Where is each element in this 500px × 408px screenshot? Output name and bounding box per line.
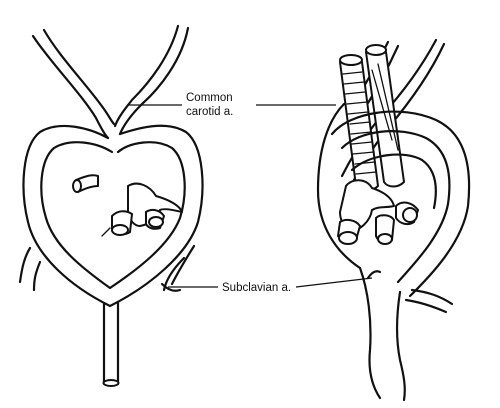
left-outer-ring xyxy=(22,124,204,308)
left-descending-aorta-end xyxy=(102,379,120,387)
subclavian-leader-right xyxy=(295,277,373,288)
right-small-branch xyxy=(366,270,382,280)
left-vessel-stub-3-end xyxy=(148,216,164,228)
label-common-carotid-line2: carotid a. xyxy=(186,106,233,118)
right-aortic-arch xyxy=(316,38,471,402)
right-esophagus-lines xyxy=(371,63,399,151)
label-common-carotid-line1: Common xyxy=(186,92,233,104)
left-carotid-left xyxy=(31,34,110,140)
left-vascular-ring xyxy=(18,24,204,387)
right-esophagus-top xyxy=(365,44,387,56)
left-vessel-stub-2-end xyxy=(111,224,129,236)
left-carotid-left-inner xyxy=(42,28,116,126)
label-subclavian: Subclavian a. xyxy=(222,282,291,294)
right-trachea-rings xyxy=(342,71,377,175)
right-arch-outer xyxy=(316,102,362,270)
left-carotid-right-inner xyxy=(118,26,190,136)
left-inner-ring xyxy=(40,141,186,290)
left-subclavian-left xyxy=(18,246,42,292)
right-root-stub-2-end xyxy=(377,233,393,245)
right-descending-inner xyxy=(395,290,406,402)
right-root-stub-3-end xyxy=(402,207,418,223)
left-subclavian-right xyxy=(162,244,196,292)
left-carotid-right xyxy=(113,24,180,128)
right-arch-inner-2 xyxy=(350,153,437,210)
right-arch-top xyxy=(330,110,471,298)
right-descending-outer xyxy=(358,266,382,400)
right-subclavian-stub xyxy=(404,288,454,314)
left-vessel-stub-1-end xyxy=(72,179,82,193)
right-trachea-top xyxy=(339,54,363,66)
left-vessel-line xyxy=(101,227,111,237)
left-vessel-trunk xyxy=(127,182,183,227)
right-arch-inner xyxy=(340,130,451,284)
right-root-stub-1-end xyxy=(338,231,358,245)
left-subclavian-cap xyxy=(160,282,182,292)
